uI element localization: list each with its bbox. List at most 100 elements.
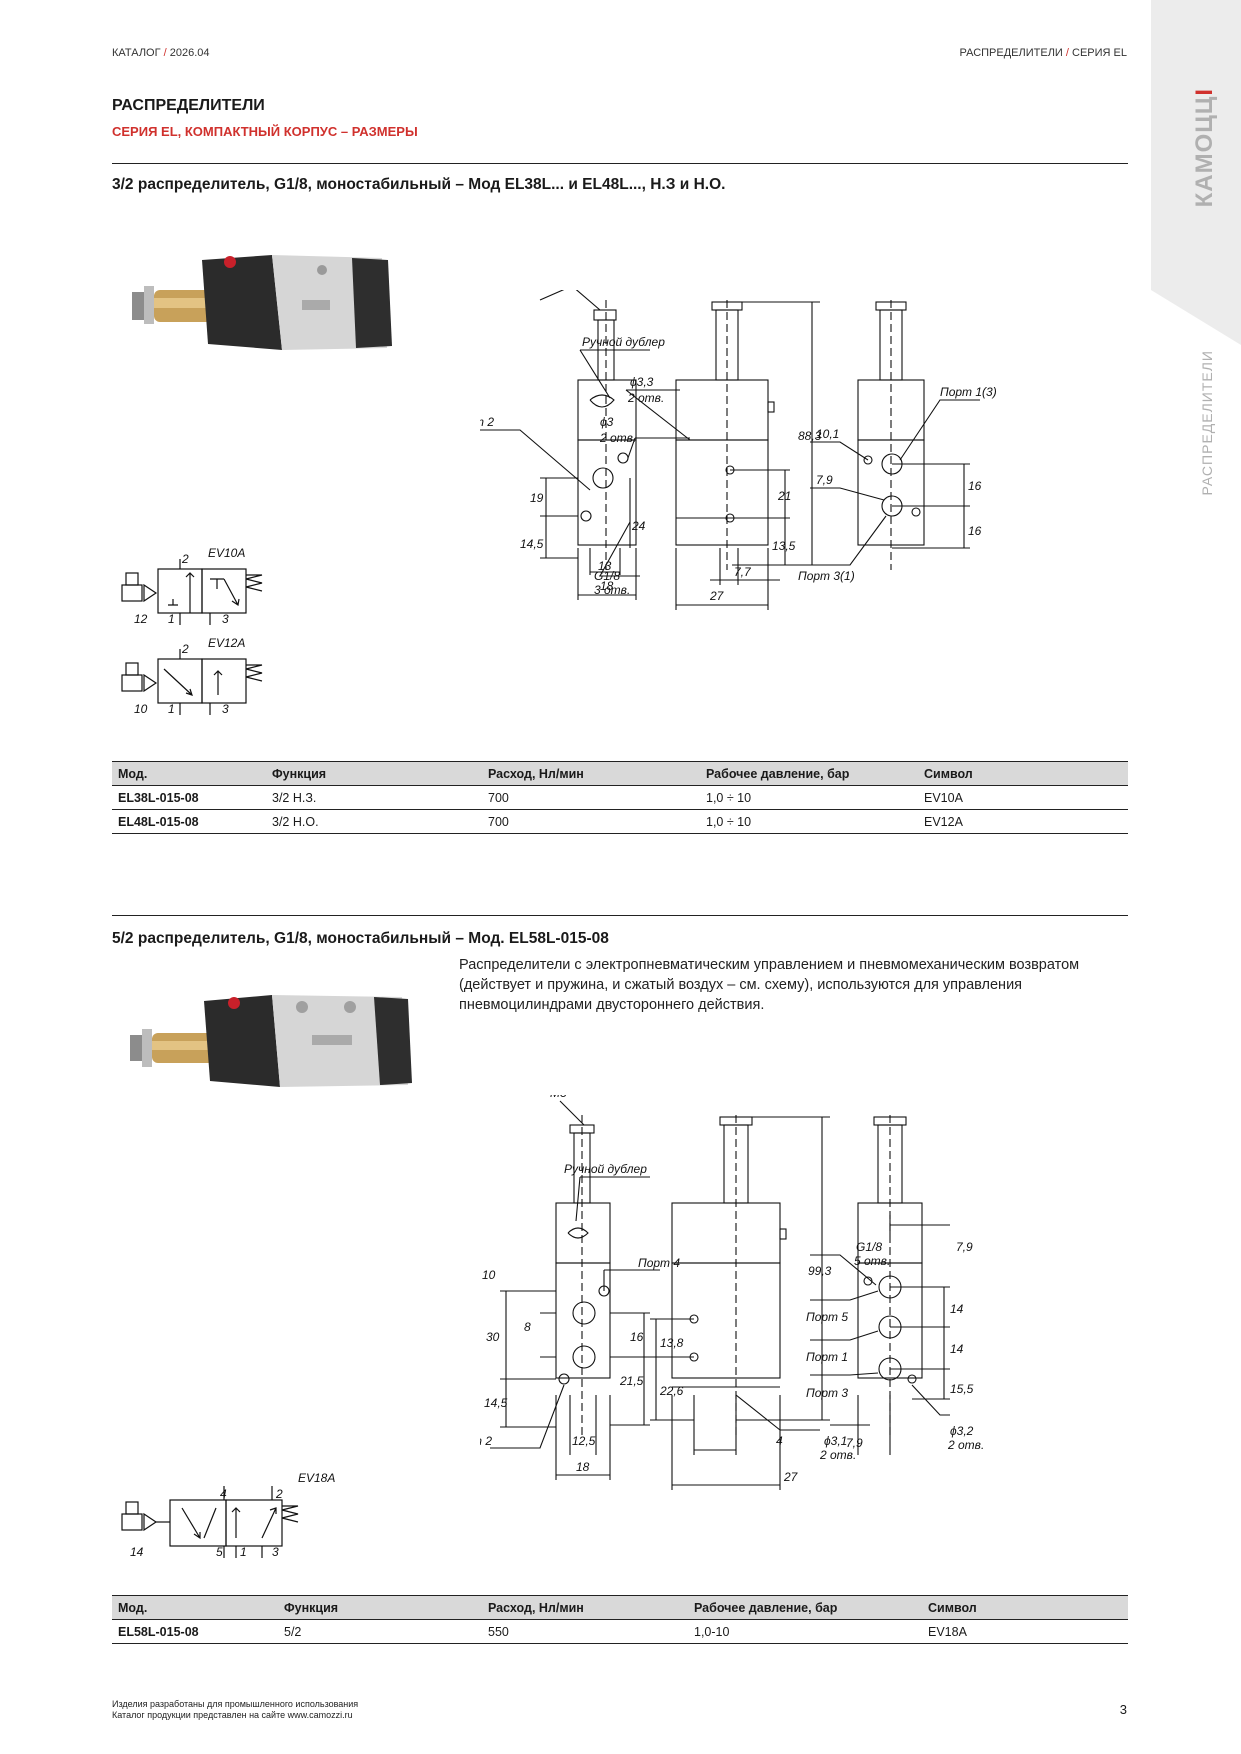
label-port1: Порт 1 [806, 1350, 848, 1364]
section1-heading: 3/2 распределитель, G1/8, моностабильный… [112, 176, 726, 193]
label-port4: Порт 4 [638, 1256, 680, 1270]
dim-d3: ϕ3 [600, 415, 614, 429]
dim-d32: ϕ3,2 [950, 1424, 974, 1438]
valve-photo-32 [132, 255, 392, 350]
dim-d31-note: 2 отв. [819, 1448, 856, 1462]
dim-d33: ϕ3,3 [630, 375, 654, 389]
dim-16: 16 [630, 1330, 644, 1344]
dim-7-9: 7,9 [816, 473, 833, 487]
symbol3-port2: 2 [275, 1487, 283, 1501]
header-left: КАТАЛОГ / 2026.04 [112, 47, 210, 59]
symbol2-port1: 1 [168, 702, 175, 715]
col-function: Функция [266, 761, 482, 786]
label-port3: Порт 3 [806, 1386, 848, 1400]
symbol3-name: EV18A [298, 1471, 335, 1485]
col-function: Функция [278, 1595, 482, 1620]
dim-7-9b: 7,9 [846, 1436, 863, 1450]
footer-line-2: Каталог продукции представлен на сайте w… [112, 1710, 353, 1720]
sidebar-section-label: РАСПРЕДЕЛИТЕЛИ [1199, 350, 1215, 496]
dim-21-5: 21,5 [619, 1374, 644, 1388]
dim-13-8: 13,8 [660, 1336, 684, 1350]
table-row: EL58L-015-08 5/2 550 1,0-10 EV18A [112, 1619, 1128, 1644]
divider [112, 915, 1128, 916]
symbol3-port14: 14 [130, 1545, 144, 1558]
header-right: РАСПРЕДЕЛИТЕЛИ / СЕРИЯ EL [959, 47, 1128, 59]
symbol1-port2: 2 [181, 552, 189, 566]
table-row: EL48L-015-08 3/2 Н.О. 700 1,0 ÷ 10 EV12A [112, 809, 1128, 834]
symbol3-port5: 5 [216, 1545, 223, 1558]
dim-30: 30 [486, 1330, 500, 1344]
symbol2-port2: 2 [181, 642, 189, 656]
dim-99-3: 99,3 [808, 1264, 832, 1278]
technical-drawing-52: M3 Ручной дублер 10 Порт 4 8 30 16 21,5 … [480, 1095, 984, 1490]
symbol3-port1: 1 [240, 1545, 247, 1558]
page-title: РАСПРЕДЕЛИТЕЛИ [112, 97, 265, 114]
symbol1-port12: 12 [134, 612, 148, 626]
dim-g18: G1/8 [594, 569, 620, 583]
dim-m3: M3 [550, 1095, 567, 1100]
label-manual-override: Ручной дублер [564, 1162, 647, 1176]
dim-18: 18 [576, 1460, 590, 1474]
table-row: EL38L-015-08 3/2 Н.З. 700 1,0 ÷ 10 EV10A [112, 785, 1128, 810]
col-flow: Расход, Нл/мин [482, 1595, 688, 1620]
symbol2-port10: 10 [134, 702, 148, 715]
dim-14a: 14 [950, 1302, 964, 1316]
dim-13: 13 [598, 559, 612, 573]
symbol2-name: EV12A [208, 636, 245, 650]
page-subtitle: СЕРИЯ EL, КОМПАКТНЫЙ КОРПУС – РАЗМЕРЫ [112, 124, 418, 139]
dim-g18-note: 5 отв. [854, 1254, 890, 1268]
label-port5: Порт 5 [806, 1310, 848, 1324]
label-port3-1: Порт 3(1) [798, 569, 855, 583]
col-model: Мод. [112, 761, 266, 786]
section2-description: Распределители с электропневматическим у… [459, 957, 1080, 1013]
models-table-52: Мод. Функция Расход, Нл/мин Рабочее давл… [112, 1595, 1128, 1644]
dim-4: 4 [776, 1434, 783, 1448]
page-number: 3 [1119, 1702, 1127, 1717]
footer-text: Изделия разработаны для промышленного ис… [112, 1699, 358, 1721]
table-header-row: Мод. Функция Расход, Нл/мин Рабочее давл… [112, 1595, 1128, 1620]
dim-14b: 14 [950, 1342, 964, 1356]
dim-12-5: 12,5 [572, 1434, 596, 1448]
divider [112, 163, 1128, 164]
dim-18: 18 [600, 579, 614, 593]
dim-13-5: 13,5 [772, 539, 796, 553]
dim-g18: G1/8 [856, 1240, 882, 1254]
dim-24: 24 [631, 519, 646, 533]
dim-d31: ϕ3,1 [824, 1434, 847, 1448]
col-pressure: Рабочее давление, бар [688, 1595, 922, 1620]
symbol1-port3: 3 [222, 612, 229, 626]
symbol1-name: EV10A [208, 546, 245, 560]
pneumatic-symbols-32: EV10A 2 12 1 3 EV12A 2 10 1 3 [121, 546, 263, 715]
table-header-row: Мод. Функция Расход, Нл/мин Рабочее давл… [112, 761, 1128, 786]
dim-16a: 16 [968, 479, 982, 493]
footer-line-1: Изделия разработаны для промышленного ис… [112, 1699, 359, 1709]
label-port1-3: Порт 1(3) [940, 385, 997, 399]
dim-d33-note: 2 отв. [627, 391, 664, 405]
symbol3-port3: 3 [272, 1545, 279, 1558]
sidebar-corner [1151, 0, 1241, 345]
label-port2: Порт 2 [480, 415, 494, 429]
section2-heading: 5/2 распределитель, G1/8, моностабильный… [112, 930, 609, 947]
dim-22-6: 22,6 [659, 1384, 684, 1398]
symbol3-port4: 4 [220, 1487, 227, 1501]
dim-g18-note: 3 отв. [594, 583, 630, 597]
dim-7-9a: 7,9 [956, 1240, 973, 1254]
dim-27: 27 [709, 589, 725, 603]
dim-19: 19 [530, 491, 544, 505]
symbol1-port1: 1 [168, 612, 175, 626]
brand-logo: КАМОЦЦI [1191, 88, 1218, 208]
dim-d32-note: 2 отв. [947, 1438, 984, 1452]
dim-21: 21 [777, 489, 791, 503]
col-symbol: Символ [918, 761, 1128, 786]
dim-27: 27 [783, 1470, 799, 1484]
col-flow: Расход, Нл/мин [482, 761, 700, 786]
dim-14-5: 14,5 [484, 1396, 508, 1410]
dim-88-3: 88,3 [798, 429, 822, 443]
dim-10: 10 [482, 1268, 496, 1282]
symbol2-port3: 3 [222, 702, 229, 715]
dim-7-7: 7,7 [734, 565, 752, 579]
valve-photo-52 [130, 995, 412, 1087]
col-model: Мод. [112, 1595, 278, 1620]
label-manual-override: Ручной дублер [582, 335, 665, 349]
models-table-32: Мод. Функция Расход, Нл/мин Рабочее давл… [112, 761, 1128, 834]
